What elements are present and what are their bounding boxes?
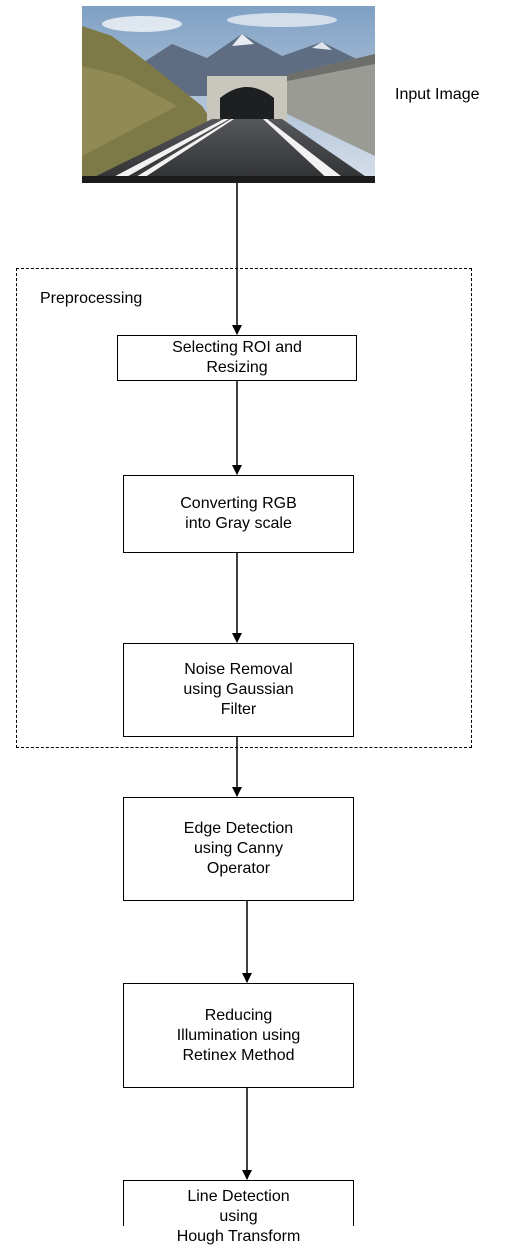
preprocessing-group (16, 268, 472, 748)
step-edge-detection-box: Edge Detection using Canny Operator (123, 797, 354, 901)
input-road-image (82, 6, 375, 183)
step-selecting-roi-box: Selecting ROI and Resizing (117, 335, 357, 381)
step-reducing-illumination-box: Reducing Illumination using Retinex Meth… (123, 983, 354, 1088)
preprocessing-label: Preprocessing (40, 290, 143, 307)
input-image-label: Input Image (395, 86, 480, 103)
step-line-detection-box: Line Detection using Hough Transform (123, 1180, 354, 1245)
step-noise-removal-box: Noise Removal using Gaussian Filter (123, 643, 354, 737)
step-rgb-to-gray-box: Converting RGB into Gray scale (123, 475, 354, 553)
